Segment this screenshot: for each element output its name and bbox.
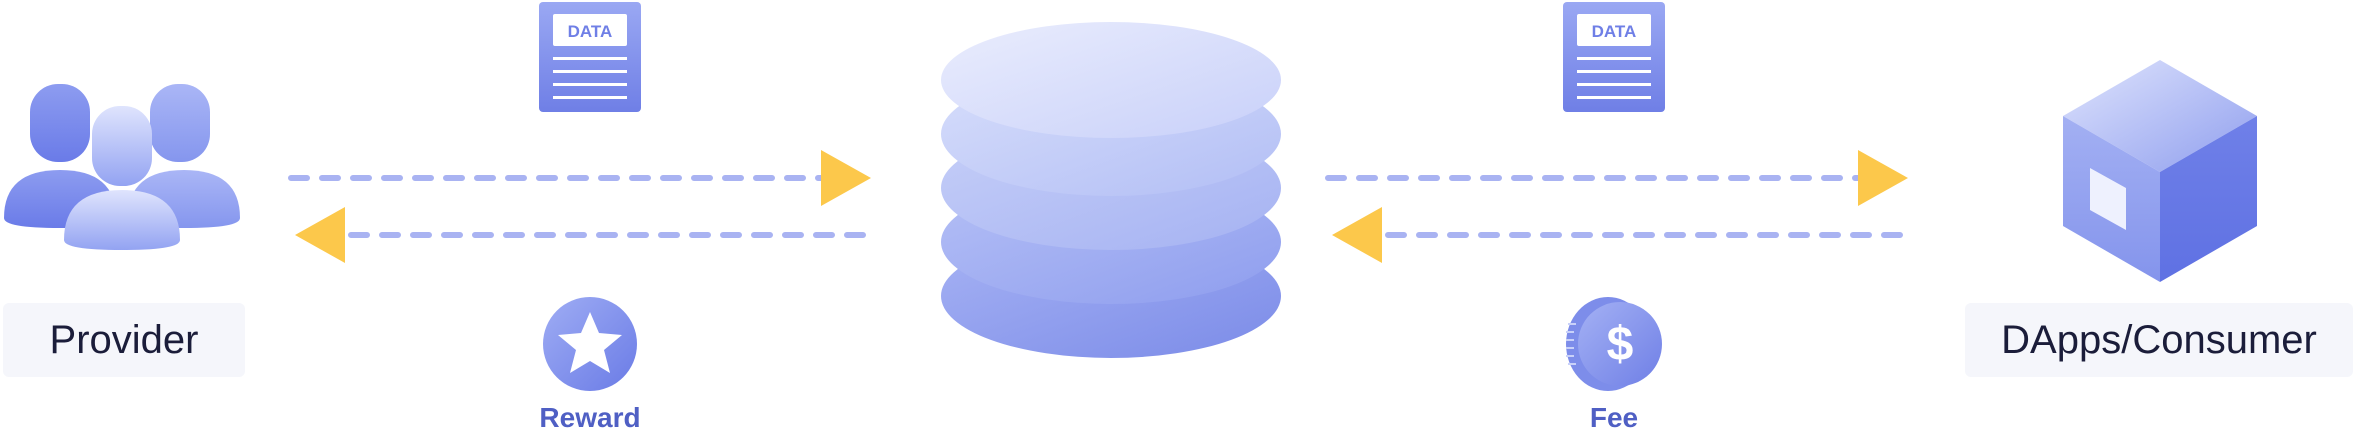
fee-caption: Fee (1589, 402, 1639, 433)
arrow-right-icon (821, 150, 871, 206)
arrow-left-icon (295, 207, 345, 263)
users-icon (4, 84, 240, 250)
data-document-label-left: DATA (568, 22, 613, 41)
cube-icon (2063, 60, 2257, 282)
database-stack-icon (941, 22, 1281, 358)
reward-caption: Reward (539, 402, 641, 433)
data-document-icon-right: DATA (1563, 2, 1665, 112)
data-document-icon-left: DATA (539, 2, 641, 112)
database-consumer-arrows (1325, 150, 1908, 263)
dollar-coin-icon: $ (1566, 297, 1662, 391)
star-coin-icon (543, 297, 637, 391)
consumer-label: DApps/Consumer (1965, 303, 2353, 377)
arrow-left-icon (1332, 207, 1382, 263)
arrow-right-icon (1858, 150, 1908, 206)
provider-label-text: Provider (49, 317, 199, 362)
provider-database-arrows (288, 150, 871, 263)
data-document-label-right: DATA (1592, 22, 1637, 41)
consumer-label-text: DApps/Consumer (2001, 317, 2317, 362)
provider-label: Provider (3, 303, 245, 377)
svg-text:$: $ (1607, 318, 1634, 371)
